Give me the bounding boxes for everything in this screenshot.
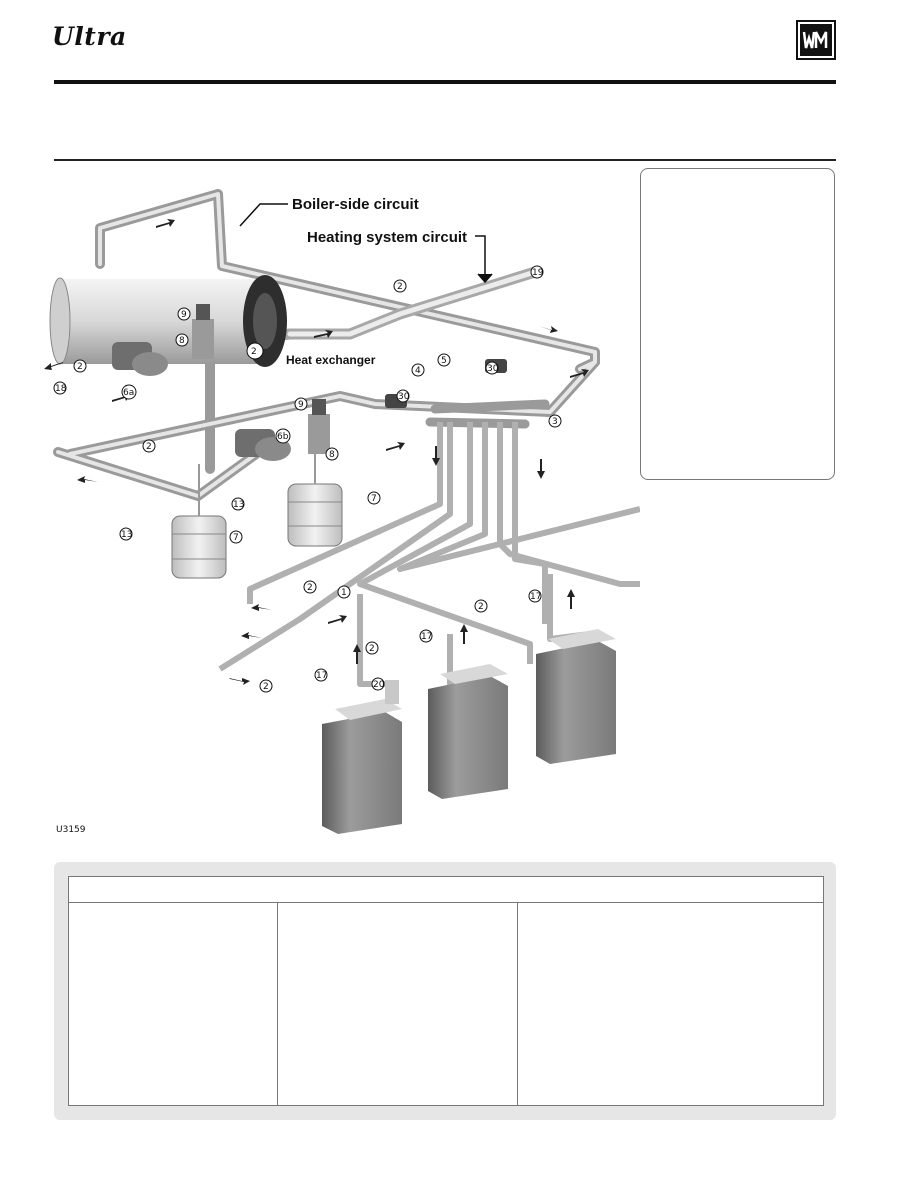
svg-text:8: 8 <box>329 450 335 460</box>
svg-text:6b: 6b <box>277 432 289 442</box>
manifold <box>425 399 550 429</box>
boiler-unit-2 <box>428 664 508 799</box>
piping-diagram: 2 <box>44 189 640 835</box>
svg-text:4: 4 <box>415 366 421 376</box>
legend-table <box>68 876 824 1106</box>
notes-callout-box <box>640 168 835 480</box>
boiler-unit-1 <box>322 680 402 834</box>
svg-text:7: 7 <box>233 533 239 543</box>
svg-text:17: 17 <box>421 632 432 642</box>
svg-text:13: 13 <box>233 500 244 510</box>
section-rule <box>54 159 836 161</box>
boiler-unit-3 <box>536 629 616 764</box>
heat-exchanger-label: Heat exchanger <box>286 353 376 367</box>
svg-text:6a: 6a <box>123 388 134 398</box>
svg-text:13: 13 <box>121 530 132 540</box>
legend-table-panel <box>54 862 836 1120</box>
svg-text:9: 9 <box>298 400 304 410</box>
heating-system-circuit-label: Heating system circuit <box>307 229 467 246</box>
expansion-tank-1 <box>171 464 227 579</box>
figure-code: U3159 <box>56 825 86 835</box>
svg-text:2: 2 <box>307 583 313 593</box>
flow-arrows <box>44 219 589 685</box>
svg-text:5: 5 <box>441 356 447 366</box>
svg-text:2: 2 <box>146 442 152 452</box>
svg-text:8: 8 <box>179 336 185 346</box>
svg-text:18: 18 <box>55 384 67 394</box>
header-rule <box>54 80 836 84</box>
pump-6a <box>112 342 168 376</box>
svg-text:7: 7 <box>371 494 377 504</box>
expansion-tank-2 <box>287 454 343 547</box>
svg-text:17: 17 <box>530 592 541 602</box>
legend-table-header <box>69 877 823 903</box>
heat-exchanger: 2 <box>49 275 287 367</box>
svg-text:9: 9 <box>181 310 187 320</box>
svg-text:17: 17 <box>316 671 327 681</box>
svg-text:2: 2 <box>369 644 375 654</box>
boiler-loops <box>218 422 640 687</box>
legend-column-3 <box>518 903 823 1105</box>
legend-column-2 <box>278 903 518 1105</box>
svg-text:2: 2 <box>251 347 257 357</box>
weil-mclain-logo-icon <box>796 20 836 60</box>
svg-text:2: 2 <box>77 362 83 372</box>
svg-text:1: 1 <box>341 588 347 598</box>
svg-text:30: 30 <box>487 364 499 374</box>
svg-text:2: 2 <box>478 602 484 612</box>
brand-logo-ultra: Ultra <box>52 22 127 51</box>
svg-text:2: 2 <box>263 682 269 692</box>
svg-text:19: 19 <box>532 268 544 278</box>
boiler-side-circuit-label: Boiler-side circuit <box>292 196 419 213</box>
air-separator-9a <box>192 304 214 359</box>
callout-markers: 2 19 9 8 2 18 6a 5 4 30 3 9 30 6b 8 2 13… <box>53 265 562 693</box>
legend-column-1 <box>69 903 279 1105</box>
svg-text:30: 30 <box>398 392 410 402</box>
svg-text:2: 2 <box>397 282 403 292</box>
air-separator-9b <box>308 399 330 454</box>
svg-text:3: 3 <box>552 417 558 427</box>
svg-text:20: 20 <box>373 680 385 690</box>
